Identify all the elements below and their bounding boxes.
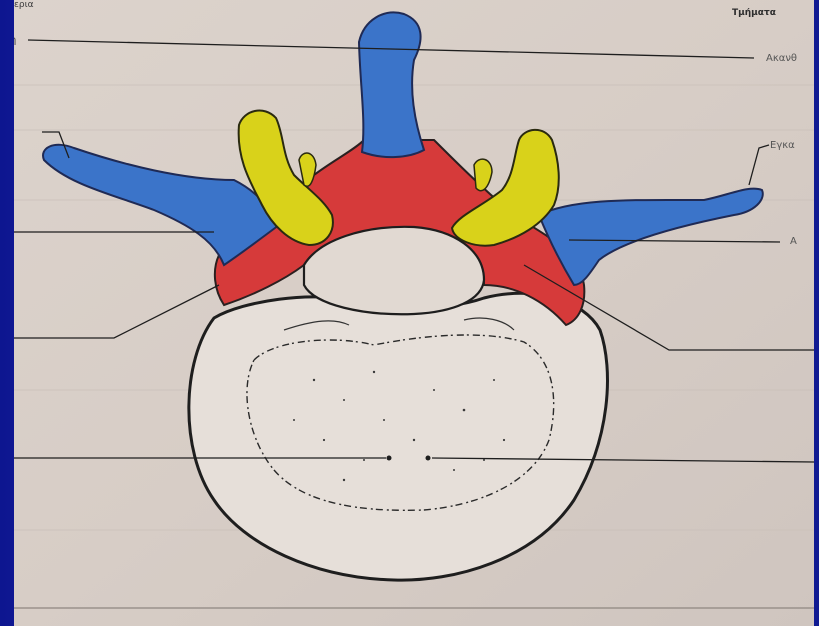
label-top-left: η <box>14 35 16 46</box>
label-mid-right: Εγκα <box>770 140 795 151</box>
vertebra-diagram <box>14 0 814 626</box>
page-heading-left: ερια <box>14 0 34 10</box>
label-right-2: Α <box>790 236 797 247</box>
label-top-right: Ακανθ <box>766 53 797 64</box>
page-heading-right: Τμήματα <box>732 8 776 18</box>
textbook-photo: ερια Τμήματα η Ακανθ Εγκα Α <box>14 0 814 626</box>
